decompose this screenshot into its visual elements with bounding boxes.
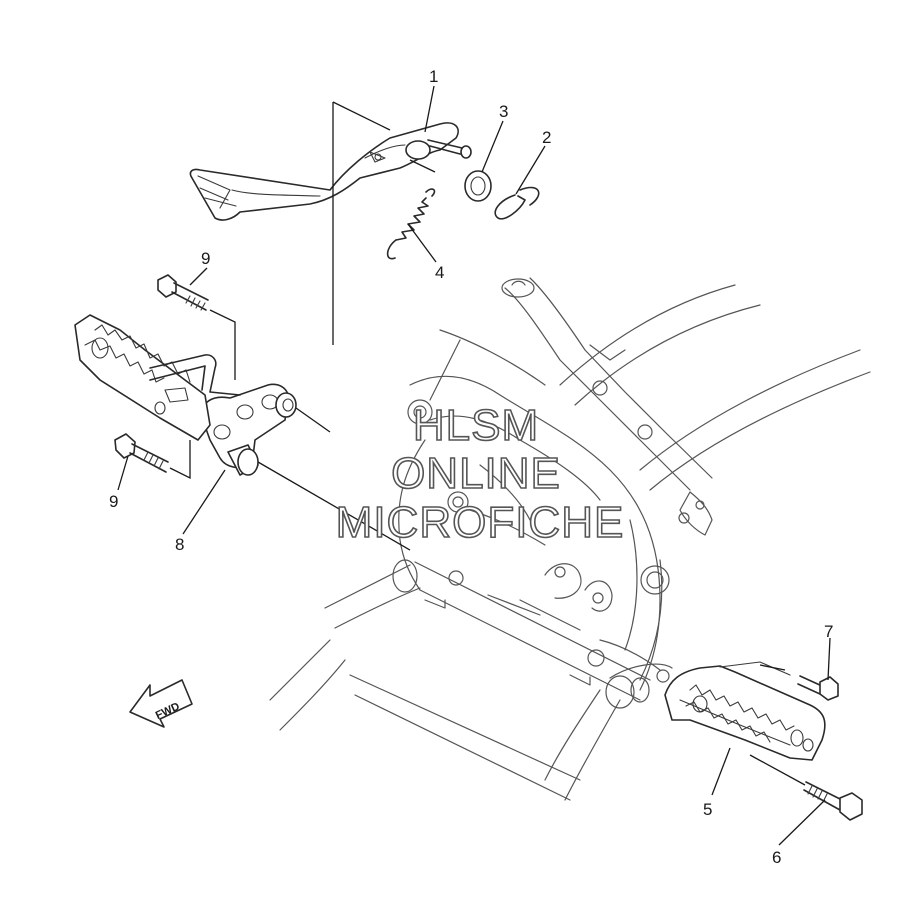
- callout-3: 3: [499, 102, 508, 121]
- callout-9-upper: 9: [201, 249, 210, 268]
- callout-numbers: 1 2 3 4 5 6 7 8 9 9: [109, 67, 833, 867]
- return-spring: [386, 188, 436, 260]
- bolt-7: [797, 675, 839, 701]
- callout-6: 6: [772, 848, 781, 867]
- footrest-right: [664, 661, 826, 761]
- washer: [464, 170, 492, 202]
- assembly-line-bracket: [257, 461, 411, 551]
- footrest-bracket: [199, 383, 297, 476]
- assembly-line-pedal-top: [332, 101, 391, 131]
- brake-pedal: [189, 122, 472, 221]
- watermark-line-3: MICROFICHE: [336, 498, 625, 547]
- callout-1: 1: [429, 67, 438, 86]
- assembly-line-bracket-top: [295, 407, 331, 433]
- watermark-line-1: HLSM: [413, 401, 539, 450]
- callout-8: 8: [175, 535, 184, 554]
- footrest-left: [74, 314, 241, 441]
- circlip: [494, 186, 540, 220]
- assembly-line-right-top: [759, 664, 786, 671]
- callout-4: 4: [435, 263, 444, 282]
- callout-5: 5: [703, 800, 712, 819]
- callout-2: 2: [542, 128, 551, 147]
- assembly-line-right-bottom: [749, 754, 806, 786]
- watermark: HLSM ONLINE MICROFICHE: [335, 400, 625, 548]
- callout-leaders: [117, 85, 831, 846]
- fwd-direction-arrow: FWD: [129, 679, 193, 728]
- bolt-lower: [114, 433, 191, 480]
- assembly-line-spring: [409, 159, 436, 173]
- bolt-6: [803, 781, 863, 821]
- bolt-upper: [157, 274, 236, 380]
- frame-chassis: [269, 277, 871, 801]
- callout-9-lower: 9: [109, 492, 118, 511]
- watermark-line-2: ONLINE: [391, 449, 561, 498]
- callout-7: 7: [824, 622, 833, 641]
